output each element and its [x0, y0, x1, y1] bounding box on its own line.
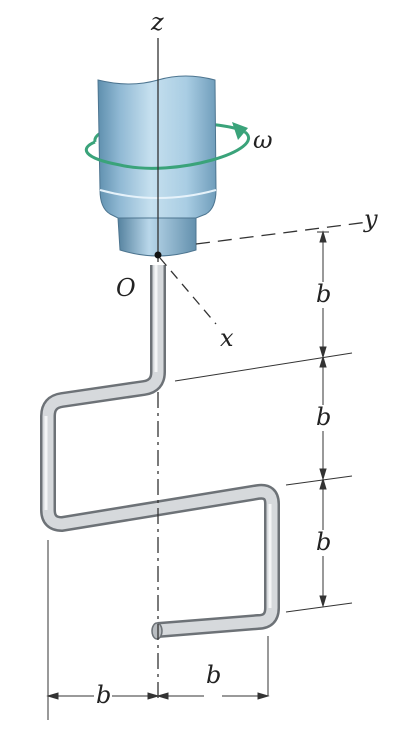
dim-b-lower: b: [316, 528, 331, 556]
x-axis-line: [159, 257, 217, 325]
origin-label: O: [116, 274, 136, 302]
dim-b-left: b: [96, 681, 111, 709]
axes: [157, 38, 369, 700]
omega-label: ω: [253, 126, 273, 154]
origin-point: [154, 251, 162, 259]
x-axis-label: x: [220, 324, 234, 352]
rod-end-cap: [151, 622, 163, 640]
dim-b-upper: b: [316, 280, 331, 308]
y-axis-label: y: [363, 205, 378, 233]
reference-lines: [174, 352, 353, 613]
rotation-arrowhead: [232, 122, 248, 140]
bent-rod: [40, 265, 280, 640]
y-axis-line: [195, 221, 369, 245]
z-axis-label: z: [150, 8, 164, 36]
rotation-arrow-front: [84, 130, 250, 170]
chuck: [97, 75, 217, 257]
dim-b-middle: b: [316, 403, 331, 431]
horizontal-dimension: [46, 540, 270, 720]
dim-b-right: b: [206, 661, 221, 689]
